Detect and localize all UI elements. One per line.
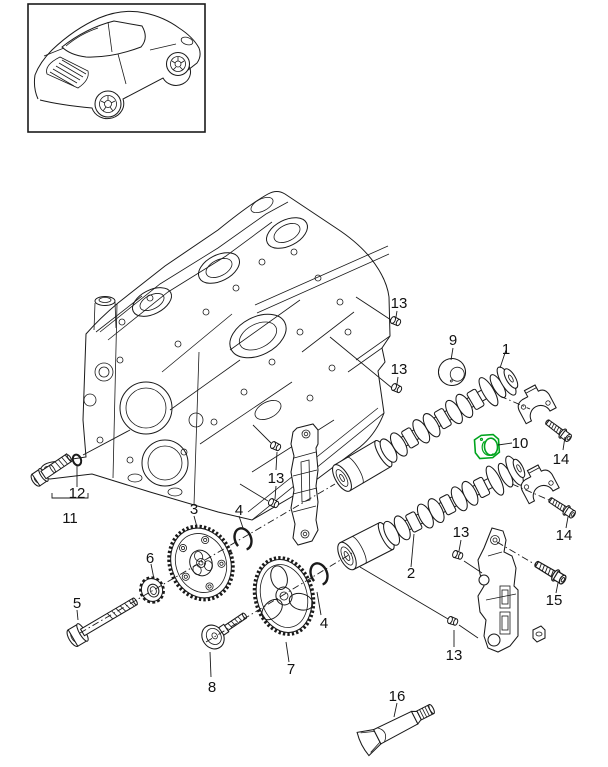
- part-label-16[interactable]: 16: [389, 688, 406, 705]
- sealant-tube-16-drawing: [356, 703, 435, 757]
- gear-7-drawing: [252, 556, 316, 636]
- part-label-4b[interactable]: 4: [320, 615, 328, 632]
- part-label-13e[interactable]: 13: [446, 647, 463, 664]
- bolt-15-drawing: [531, 557, 569, 587]
- part-label-4a[interactable]: 4: [235, 502, 243, 519]
- bolt-11-drawing: [30, 453, 73, 487]
- part-label-6[interactable]: 6: [146, 550, 154, 567]
- bolt-8-drawing: [201, 612, 248, 650]
- part-label-13b[interactable]: 13: [391, 361, 408, 378]
- part-label-15[interactable]: 15: [546, 592, 563, 609]
- plug-13b-drawing: [389, 382, 404, 395]
- part-label-3[interactable]: 3: [190, 501, 198, 518]
- car-thumbnail-box: [27, 3, 206, 133]
- camshaft-1-drawing: [332, 366, 519, 492]
- part-label-14b[interactable]: 14: [556, 527, 573, 544]
- car-front-wheel: [165, 51, 191, 77]
- part-label-5[interactable]: 5: [73, 595, 81, 612]
- plug-13a-drawing: [388, 315, 403, 328]
- part-label-9[interactable]: 9: [449, 332, 457, 349]
- highlighted-part-10[interactable]: [473, 433, 501, 460]
- part-label-11[interactable]: 11: [62, 510, 78, 527]
- part-9-drawing: [437, 357, 467, 387]
- gear-3-drawing: [167, 524, 235, 602]
- plug-13e-drawing: [451, 549, 465, 561]
- part-label-13d[interactable]: 13: [453, 524, 470, 541]
- leader-lines: [51, 296, 569, 718]
- small-block-drawing: [532, 625, 546, 643]
- part-label-10[interactable]: 10: [512, 435, 529, 452]
- tensioner-bracket-drawing: [477, 527, 519, 653]
- plug-13c-drawing: [268, 440, 283, 453]
- part-label-7[interactable]: 7: [287, 661, 295, 678]
- part-label-12[interactable]: 12: [69, 485, 86, 502]
- nut-6-drawing: [139, 576, 165, 604]
- bolt-14b-drawing: [546, 494, 578, 521]
- bolt-14a-drawing: [542, 416, 574, 445]
- part-label-13a[interactable]: 13: [391, 295, 408, 312]
- snap-ring-4b-drawing: [309, 562, 329, 586]
- part-label-2[interactable]: 2: [407, 565, 415, 582]
- part-label-1[interactable]: 1: [502, 341, 510, 358]
- snap-ring-4a-drawing: [233, 527, 253, 551]
- o-ring-12-drawing: [71, 453, 83, 467]
- part-label-8[interactable]: 8: [208, 679, 216, 696]
- bearing-bracket-drawing: [290, 423, 319, 546]
- part-label-13c[interactable]: 13: [268, 470, 285, 487]
- part-label-14a[interactable]: 14: [553, 451, 570, 468]
- plug-13f-drawing: [446, 615, 460, 627]
- car-911-drawing: [33, 10, 201, 120]
- bearing-cap-1-drawing: [511, 380, 557, 425]
- camshaft-2-drawing: [337, 455, 526, 571]
- car-rear-wheel: [94, 90, 122, 118]
